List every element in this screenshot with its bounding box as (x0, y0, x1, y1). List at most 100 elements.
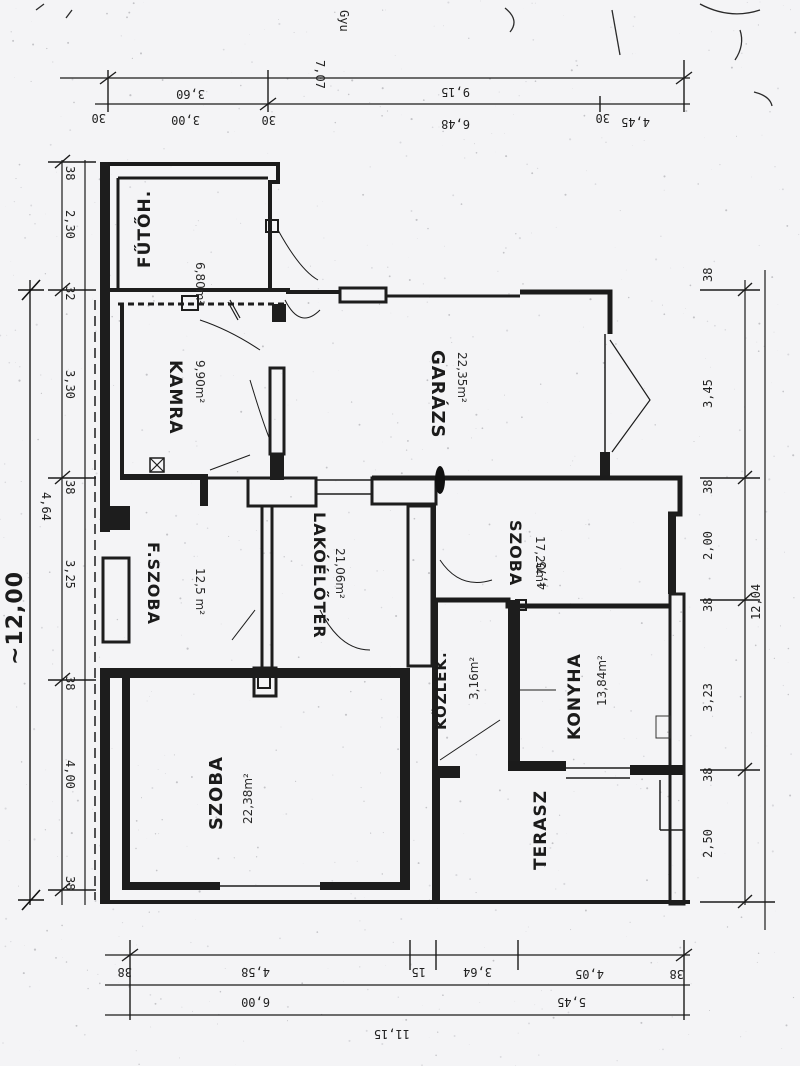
noise-dot (765, 510, 768, 513)
noise-dot (22, 600, 25, 602)
noise-dot (426, 379, 429, 382)
noise-dot (792, 996, 795, 999)
noise-dot (350, 893, 352, 895)
fixtures (149, 219, 671, 761)
noise-dot (677, 799, 680, 802)
noise-dot (367, 988, 369, 991)
noise-dot (397, 422, 399, 424)
noise-dot (708, 577, 711, 580)
noise-dot (751, 176, 752, 178)
noise-dot (135, 847, 137, 850)
noise-dot (308, 72, 310, 74)
noise-dot (758, 322, 761, 325)
noise-dot (547, 401, 549, 403)
noise-dot (718, 545, 720, 547)
noise-dot (322, 200, 324, 202)
noise-dot (255, 530, 257, 531)
noise-dot (763, 345, 765, 347)
noise-dot (616, 1060, 618, 1062)
noise-dot (643, 755, 645, 758)
noise-dot (790, 9, 791, 11)
noise-dot (679, 620, 681, 622)
noise-dot (683, 267, 684, 268)
noise-dot (492, 959, 495, 962)
noise-dot (484, 689, 487, 691)
noise-dot (374, 469, 376, 471)
noise-dot (498, 91, 500, 93)
noise-dot (359, 966, 361, 968)
noise-dot (460, 203, 463, 205)
noise-dot (390, 436, 392, 438)
noise-dot (347, 93, 350, 96)
dim-top-6: 9,15 (441, 85, 470, 99)
noise-dot (708, 49, 710, 52)
noise-dot (569, 138, 572, 141)
noise-dot (574, 455, 576, 457)
noise-dot (181, 634, 182, 636)
noise-dot (8, 361, 11, 364)
noise-dot (694, 941, 697, 944)
noise-dot (195, 919, 196, 920)
noise-dot (771, 382, 773, 384)
noise-dot (422, 99, 425, 101)
noise-dot (4, 637, 7, 640)
noise-dot (773, 331, 775, 333)
noise-dot (745, 1031, 747, 1033)
noise-dot (354, 539, 355, 541)
noise-dot (114, 963, 116, 965)
noise-dot (662, 1048, 664, 1051)
noise-dot (354, 897, 357, 900)
noise-dot (471, 437, 472, 439)
noise-dot (89, 349, 91, 351)
noise-dot (585, 170, 587, 172)
noise-dot (646, 787, 649, 790)
noise-dot (327, 412, 329, 413)
noise-dot (392, 941, 394, 944)
noise-dot (787, 693, 790, 696)
noise-dot (693, 440, 695, 443)
noise-dot (615, 775, 617, 777)
noise-dot (757, 842, 759, 844)
noise-dot (312, 371, 314, 373)
noise-dot (13, 200, 16, 203)
noise-dot (616, 784, 619, 786)
noise-dot (191, 1010, 193, 1012)
noise-dot (578, 597, 580, 600)
noise-dot (497, 270, 499, 272)
noise-dot (674, 891, 677, 894)
noise-dot (307, 302, 310, 304)
noise-dot (210, 757, 211, 759)
noise-dot (196, 523, 198, 525)
noise-dot (654, 424, 656, 426)
noise-dot (740, 1036, 742, 1038)
noise-dot (124, 637, 125, 638)
noise-dot (141, 925, 144, 927)
noise-dot (786, 224, 789, 227)
noise-dot (181, 1006, 183, 1008)
noise-dot (405, 155, 408, 157)
noise-dot (735, 659, 738, 662)
noise-dot (735, 135, 738, 137)
noise-dot (638, 580, 641, 583)
noise-dot (150, 1026, 152, 1028)
noise-dot (526, 531, 527, 533)
room-area-szoba-main: 22,38m² (241, 773, 255, 824)
noise-dot (0, 518, 1, 520)
dim-top-4: 30 (596, 111, 610, 125)
noise-dot (259, 502, 261, 504)
noise-dot (243, 333, 245, 334)
noise-dot (310, 265, 311, 267)
noise-dot (144, 180, 147, 183)
noise-dot (64, 414, 66, 416)
noise-dot (582, 326, 584, 328)
noise-dot (508, 293, 510, 295)
noise-dot (384, 965, 386, 967)
noise-dot (215, 816, 218, 819)
noise-dot (301, 982, 304, 985)
noise-dot (60, 116, 62, 118)
noise-dot (234, 131, 235, 133)
noise-dot (568, 718, 569, 719)
noise-dot (679, 946, 682, 949)
noise-dot (293, 32, 295, 34)
noise-dot (644, 388, 645, 389)
